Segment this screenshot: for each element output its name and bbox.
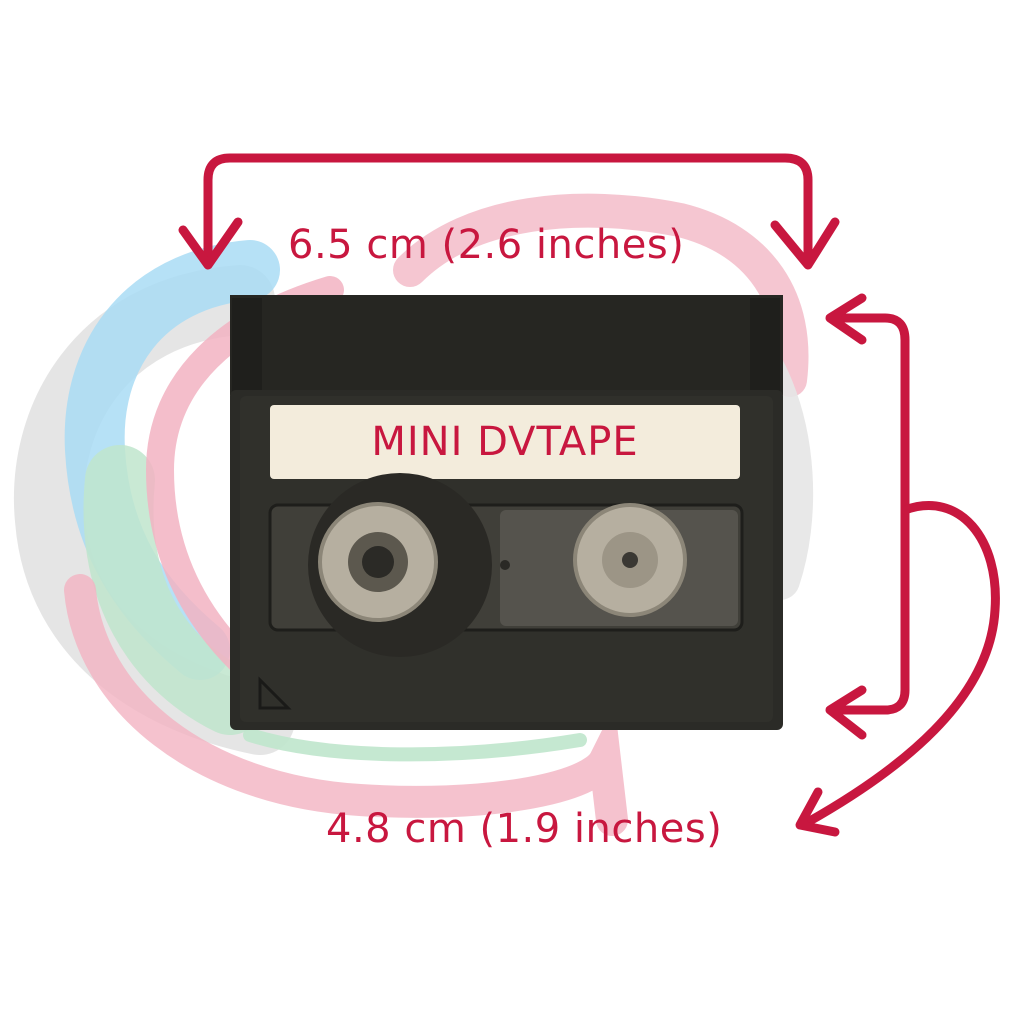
cassette-top-shell bbox=[230, 295, 783, 395]
height-arrowhead-top bbox=[825, 293, 867, 345]
width-arrowhead-right bbox=[770, 217, 840, 270]
window-dot bbox=[500, 560, 510, 570]
height-leader-arrowhead bbox=[795, 787, 840, 837]
cassette-label bbox=[270, 405, 740, 479]
ribbon-pink-bottom bbox=[64, 574, 628, 836]
ribbon-green-bottom bbox=[243, 728, 587, 762]
right-reel-center bbox=[622, 552, 638, 568]
ribbon-pink-top bbox=[393, 193, 809, 397]
dimension-arrows bbox=[178, 153, 1000, 837]
mini-dv-cassette bbox=[230, 295, 783, 730]
cassette-top-ridge bbox=[232, 298, 262, 393]
ribbon-green bbox=[83, 445, 265, 735]
width-arrow bbox=[203, 153, 813, 260]
height-arrow bbox=[835, 313, 910, 715]
width-arrowhead-left bbox=[178, 217, 243, 270]
triangle-mark-icon bbox=[258, 676, 292, 710]
height-dimension-label: 4.8 cm (1.9 inches) bbox=[326, 806, 723, 852]
height-arrowhead-bottom bbox=[825, 685, 867, 740]
cassette-label-text: MINI DVTAPE bbox=[371, 419, 639, 465]
cassette-top-ridge-right bbox=[750, 298, 780, 393]
left-reel-center bbox=[362, 546, 394, 578]
height-leader bbox=[803, 501, 1000, 827]
width-dimension-label: 6.5 cm (2.6 inches) bbox=[288, 222, 685, 268]
